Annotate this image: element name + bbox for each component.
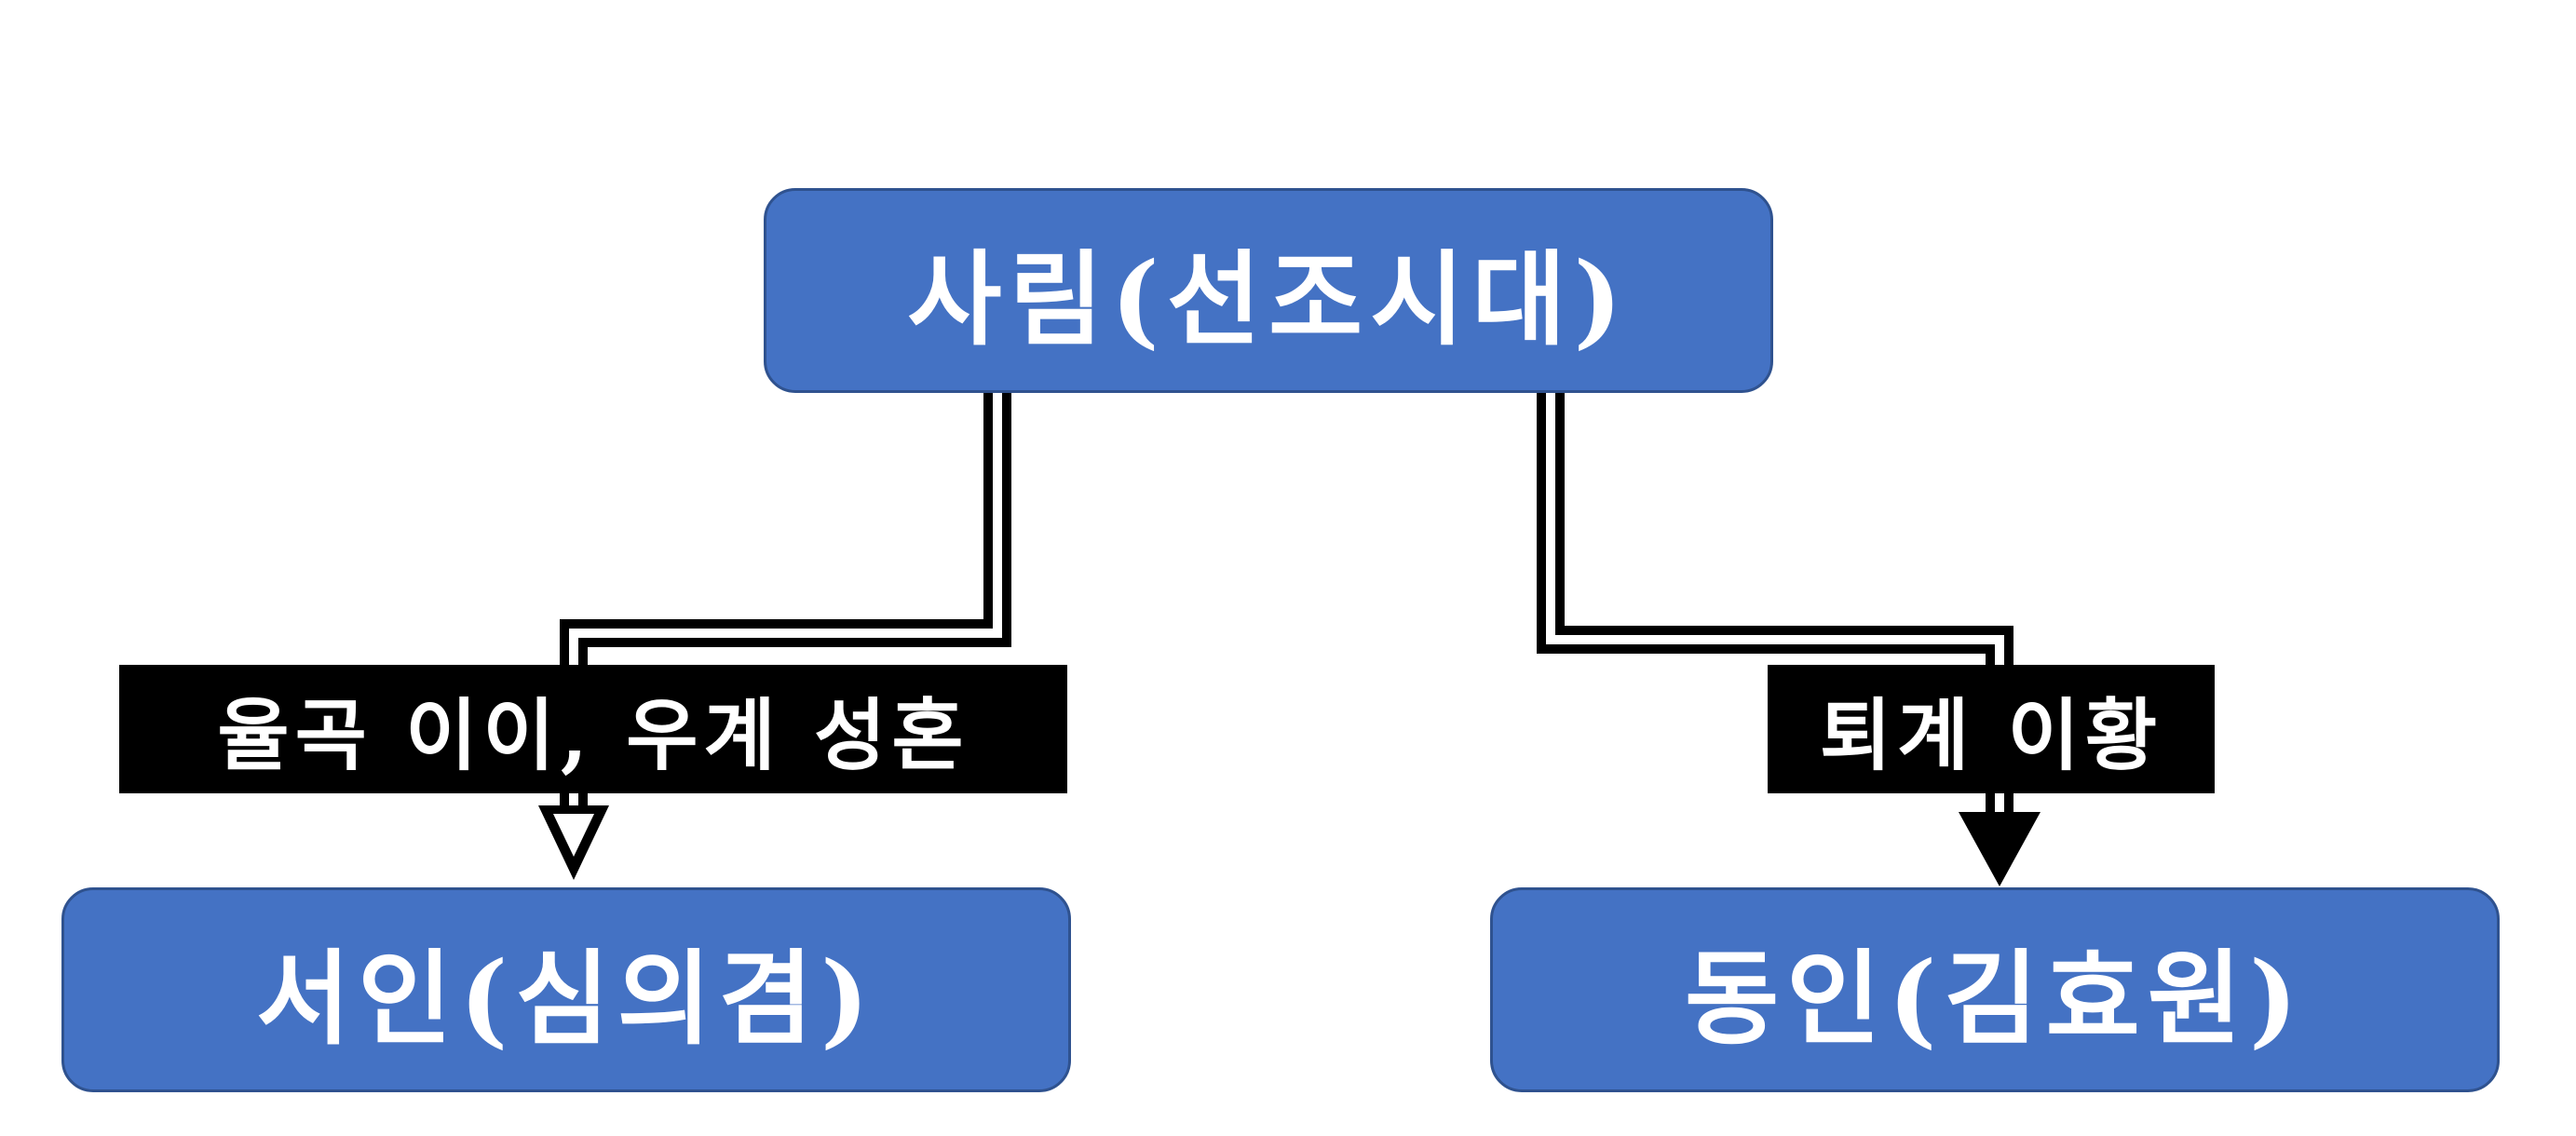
right-arrowhead xyxy=(1959,812,2040,886)
left-edge-label: 율곡 이이, 우계 성혼 xyxy=(119,665,1067,793)
left-node-seoin: 서인(심의겸) xyxy=(61,887,1071,1092)
right-edge-label: 퇴계 이황 xyxy=(1768,665,2215,793)
left-connector xyxy=(538,393,1011,880)
right-node-label: 동인(김효원) xyxy=(1684,939,2306,1059)
root-node-sarim: 사림(선조시대) xyxy=(764,188,1773,393)
left-edge-label-text: 율곡 이이, 우계 성혼 xyxy=(217,688,969,781)
right-connector xyxy=(1537,393,2040,886)
root-node-label: 사림(선조시대) xyxy=(907,239,1630,359)
right-node-dongin: 동인(김효원) xyxy=(1490,887,2500,1092)
left-node-label: 서인(심의겸) xyxy=(255,939,877,1059)
right-edge-label-text: 퇴계 이황 xyxy=(1819,688,2163,781)
